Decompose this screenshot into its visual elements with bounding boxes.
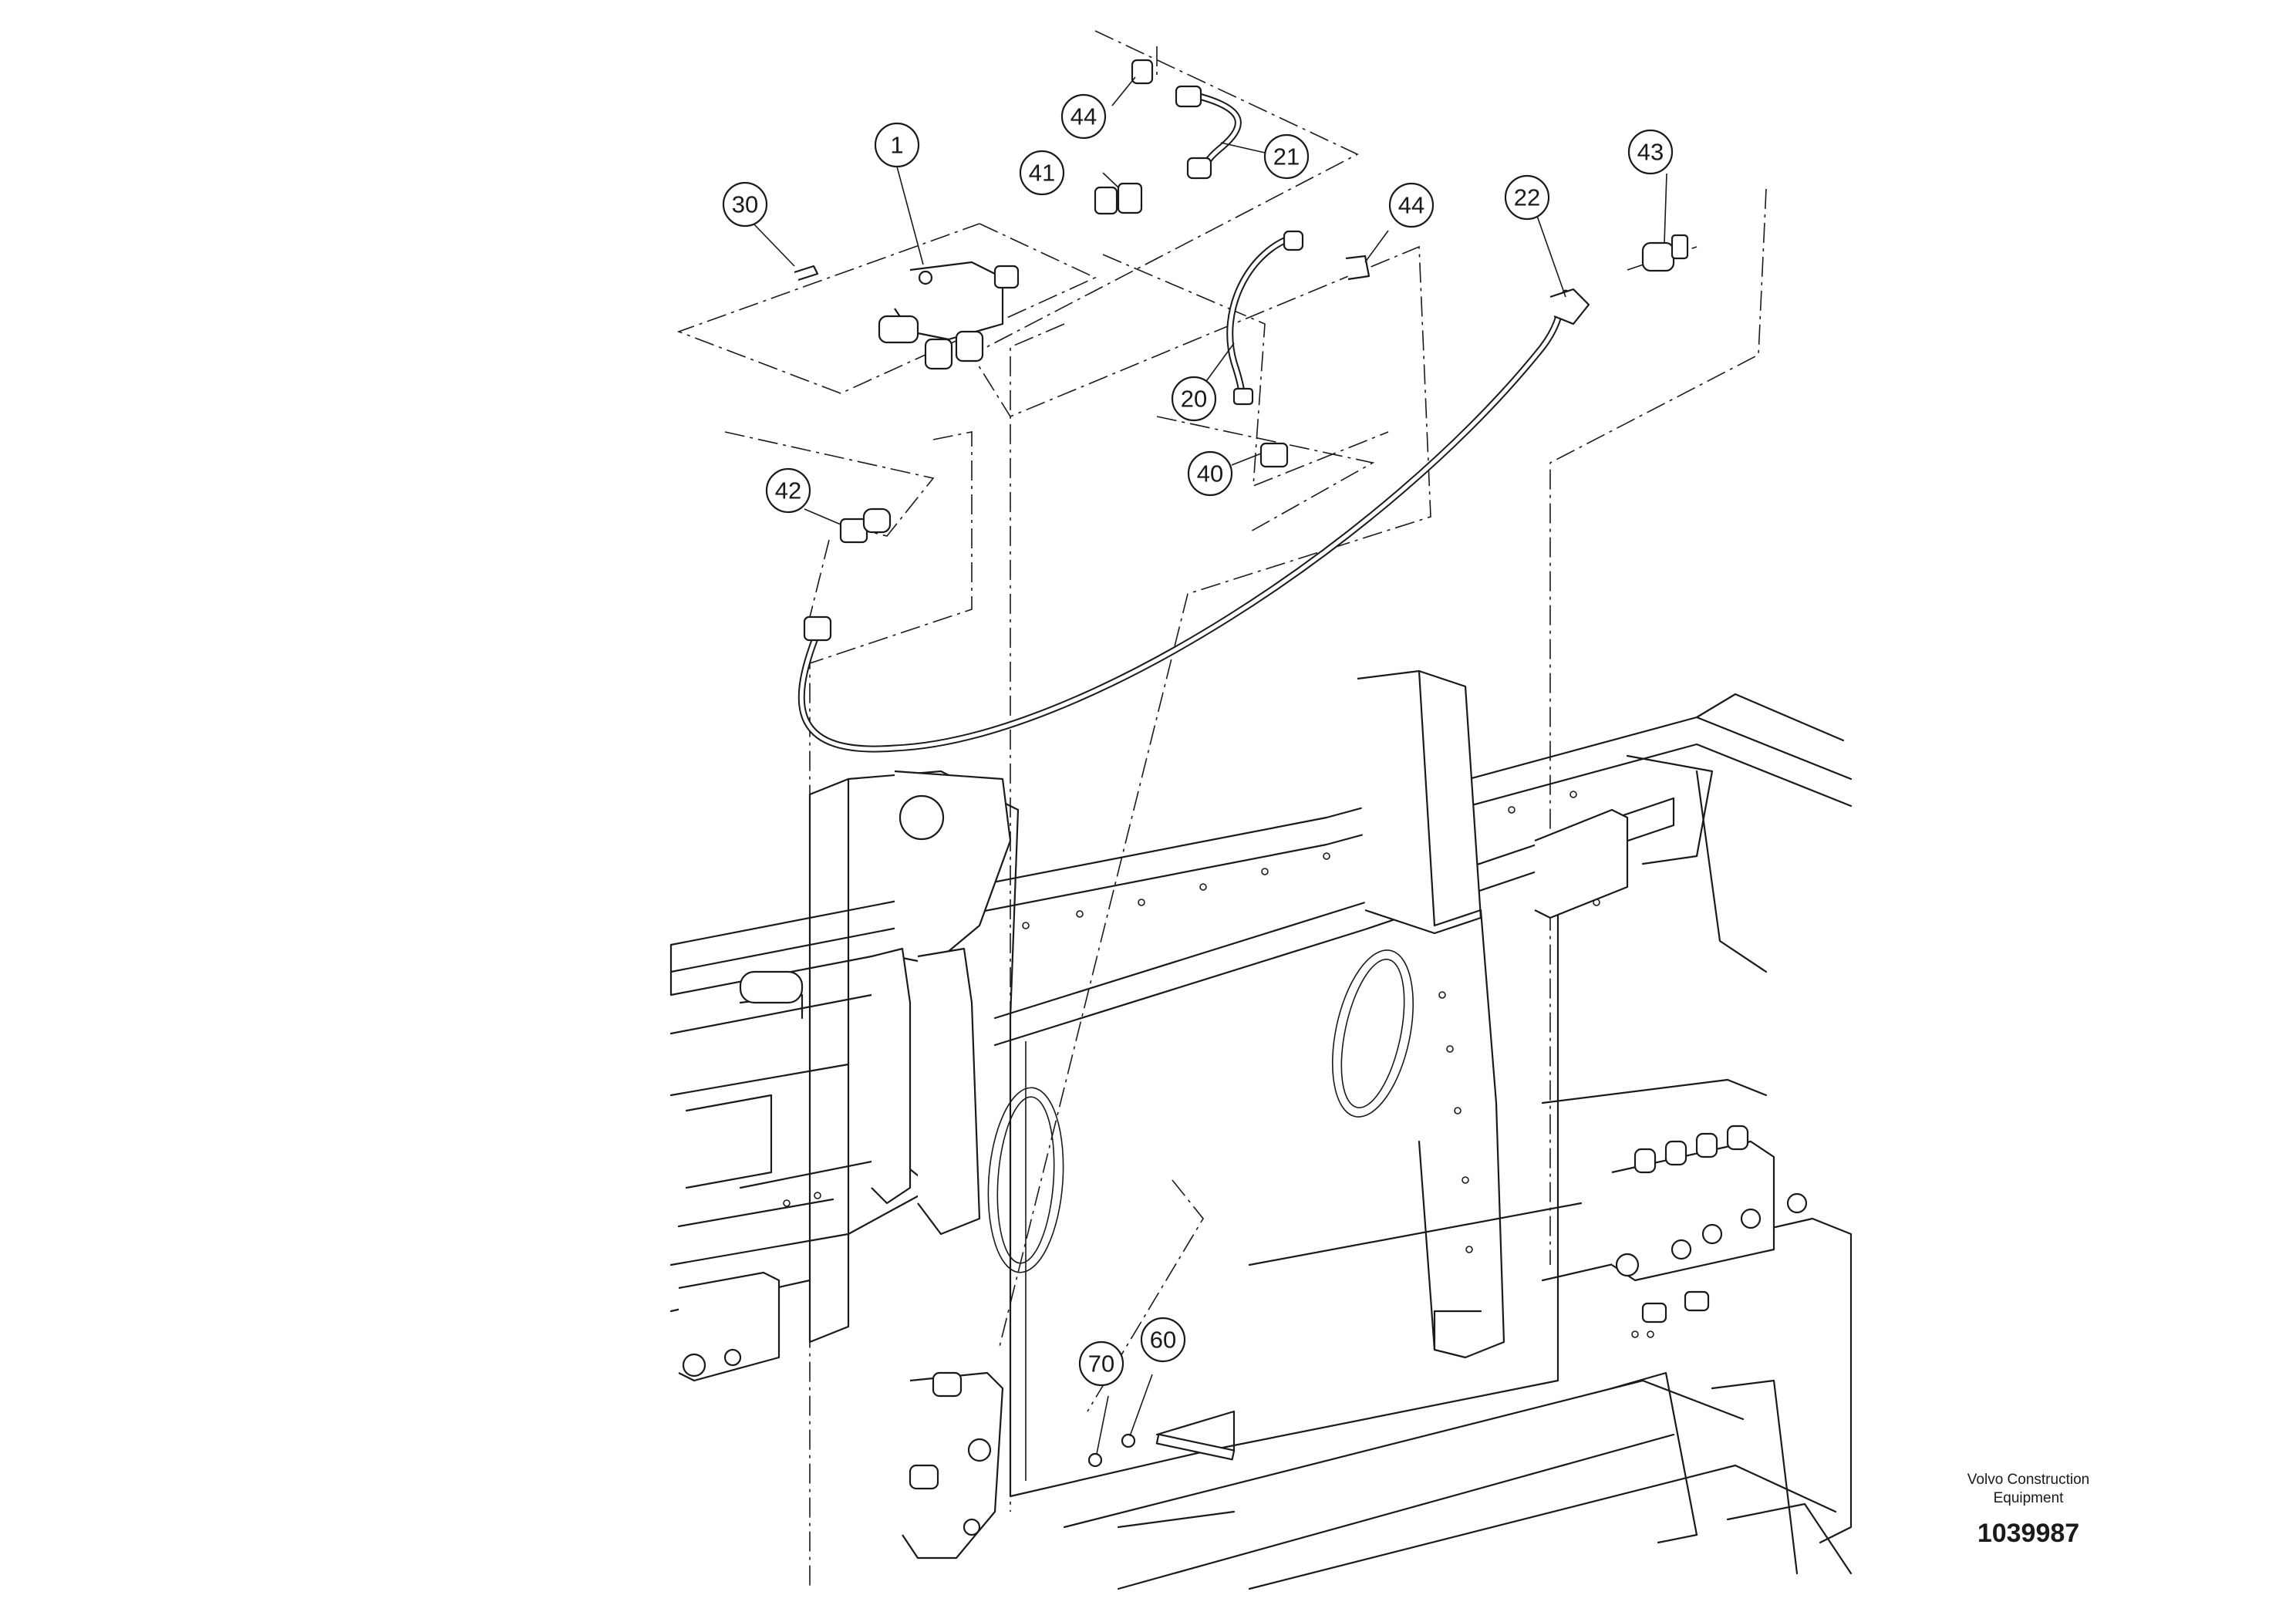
company-name-line-2: Equipment xyxy=(1993,1490,2064,1506)
callout-44-top: 44 xyxy=(1060,93,1107,140)
svg-text:20: 20 xyxy=(1181,386,1207,413)
bolt-holes xyxy=(783,791,1654,1338)
machine-frame xyxy=(669,669,1853,1590)
svg-text:41: 41 xyxy=(1029,160,1055,187)
svg-text:70: 70 xyxy=(1088,1351,1114,1378)
document-number: 1039987 xyxy=(1977,1519,2080,1548)
svg-text:22: 22 xyxy=(1514,184,1540,211)
callout-43: 43 xyxy=(1627,129,1674,175)
callout-41: 41 xyxy=(1019,150,1065,196)
svg-text:1: 1 xyxy=(890,132,903,159)
leader-lines xyxy=(752,76,1667,1455)
callout-60: 60 xyxy=(1140,1317,1186,1363)
svg-text:44: 44 xyxy=(1070,103,1097,130)
company-name-line-1: Volvo Construction xyxy=(1967,1472,2090,1488)
callouts: 1 20 21 22 30 40 41 42 xyxy=(722,93,1674,1387)
callout-1: 1 xyxy=(874,122,920,168)
svg-text:40: 40 xyxy=(1197,460,1223,487)
callout-20: 20 xyxy=(1171,376,1217,422)
svg-text:43: 43 xyxy=(1637,139,1664,166)
svg-text:44: 44 xyxy=(1398,192,1424,219)
assembly-boundary-lines xyxy=(676,30,1767,1589)
callout-40: 40 xyxy=(1187,450,1233,497)
svg-text:42: 42 xyxy=(775,477,801,504)
fittings xyxy=(794,59,1689,1468)
callout-44-middle: 44 xyxy=(1388,182,1435,228)
callout-21: 21 xyxy=(1263,133,1310,180)
title-block: Volvo Construction Equipment 1039987 xyxy=(1905,1471,2152,1549)
callout-70: 70 xyxy=(1078,1340,1124,1387)
svg-text:21: 21 xyxy=(1273,143,1300,170)
callout-30: 30 xyxy=(722,181,768,228)
callout-42: 42 xyxy=(765,467,811,514)
svg-text:60: 60 xyxy=(1150,1327,1176,1354)
svg-text:30: 30 xyxy=(732,191,758,218)
callout-22: 22 xyxy=(1504,174,1550,221)
